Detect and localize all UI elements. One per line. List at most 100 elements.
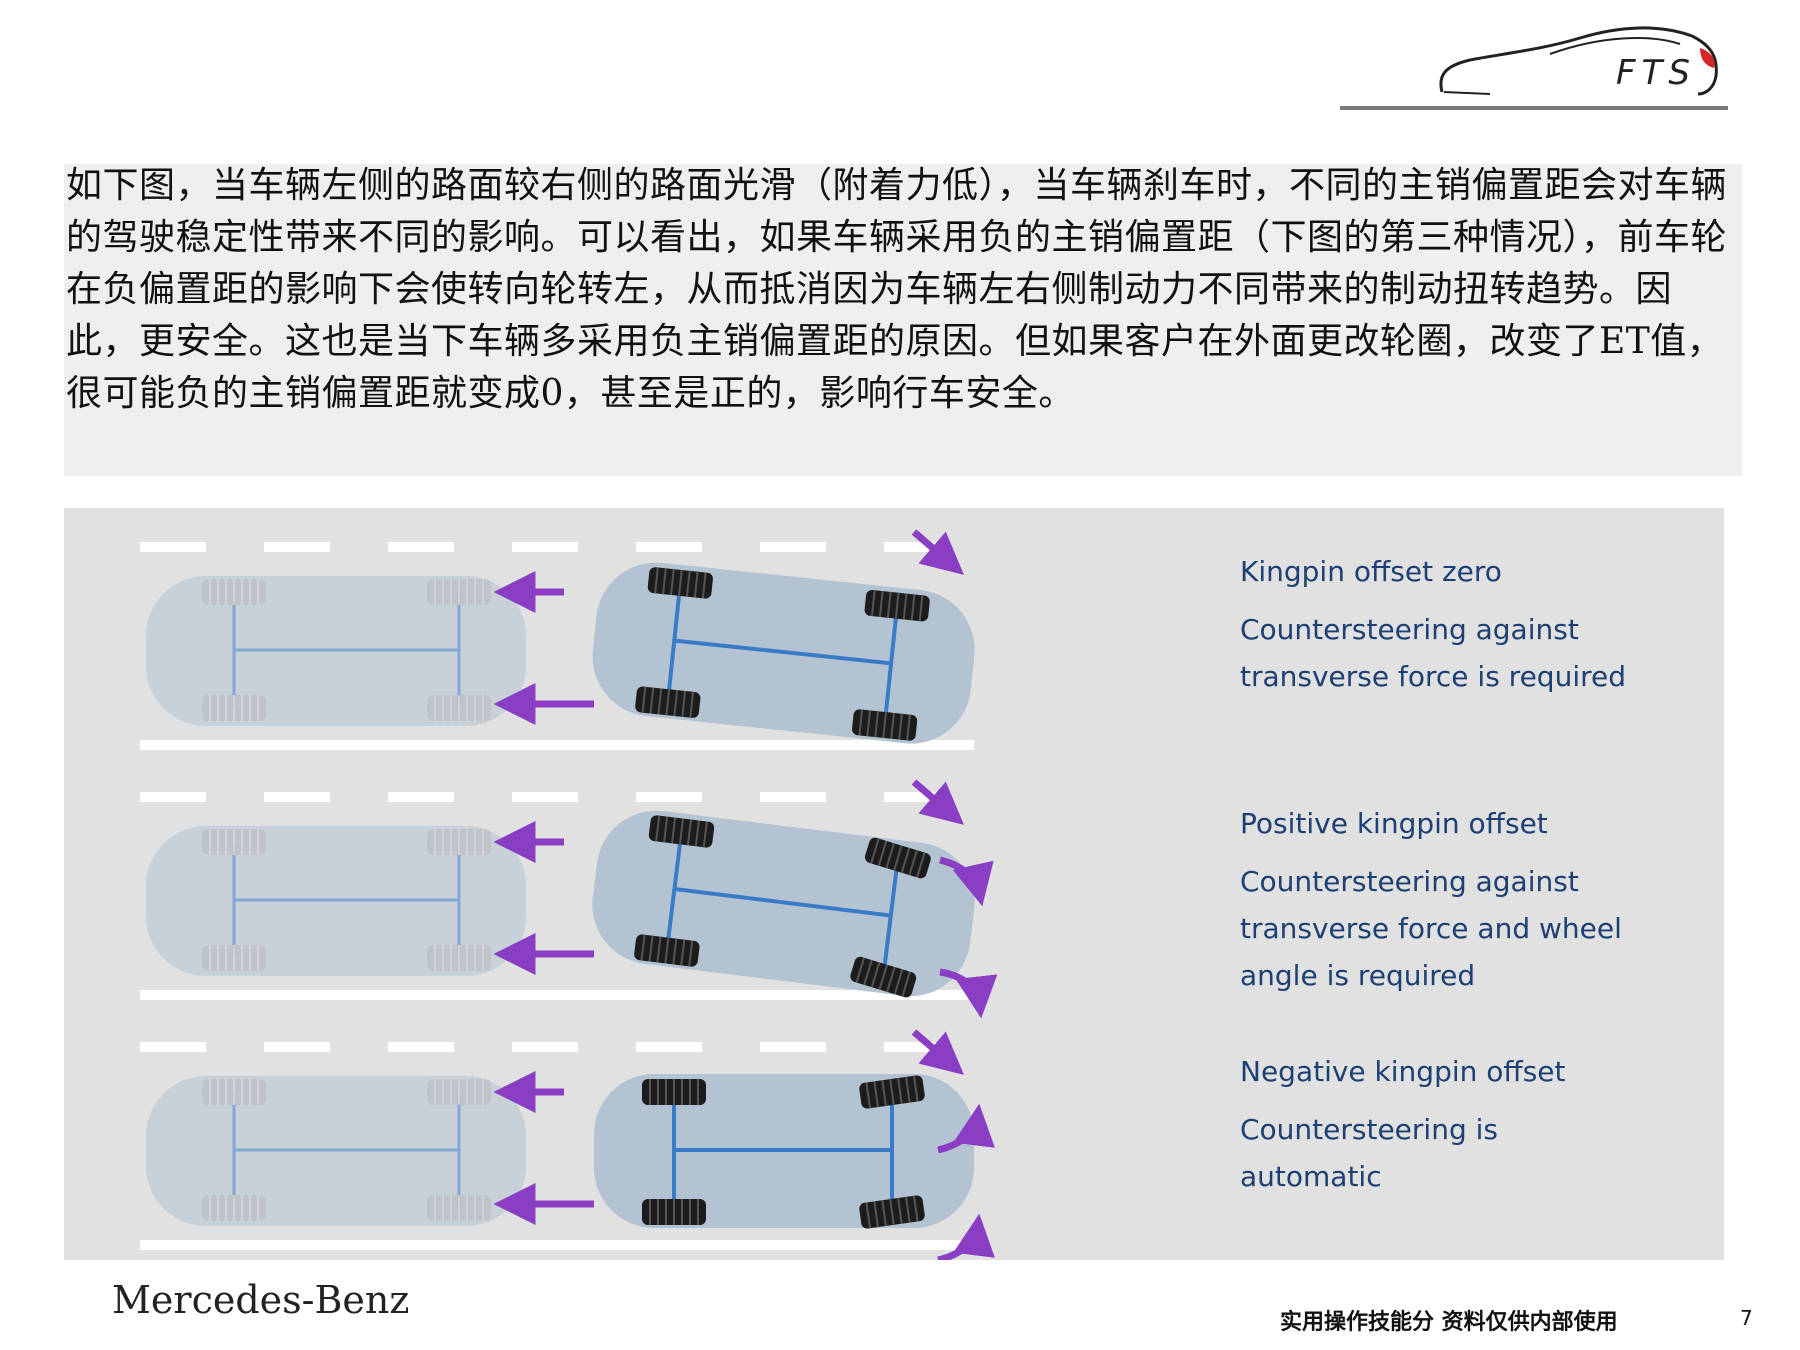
self-steer-curve-arrow [937,1103,995,1154]
tread [877,840,888,867]
tread [656,936,662,963]
ghost-car [146,576,526,726]
caption-kingpin-zero-line2: transverse force is required [1240,660,1626,693]
tread [663,816,669,843]
lane-dash [636,1042,702,1052]
road-edge-line [140,740,974,750]
lane-dash [140,792,206,802]
tread [865,1202,872,1229]
caption-negative-offset-line2: automatic [1240,1160,1382,1193]
ghost-car [146,826,526,976]
tread [890,712,895,739]
car-silhouette-icon: FTS [1439,26,1718,96]
lane-dash [760,792,826,802]
yaw-tendency-arrow [911,529,964,575]
tread [655,815,661,842]
ghost-wheel [202,579,266,605]
wheel-rear-left [647,567,713,599]
tread [873,1081,879,1108]
wheel-front-right [852,709,918,741]
tread [863,959,873,986]
tread [889,1198,895,1226]
wheel-front-right [859,1195,925,1229]
lane-dash [140,1042,206,1052]
lane-dash [512,1042,578,1052]
ghost-wheel [427,945,491,971]
tread [688,940,694,967]
wheel-front-left [864,837,931,879]
wheel-rear-right [642,1199,706,1225]
tread [640,934,646,961]
tread [878,964,889,990]
fts-logo: FTS [1430,14,1730,114]
tread [865,1082,872,1109]
ghost-wheel [427,829,491,855]
tread [912,1075,919,1102]
tread [855,957,866,983]
lane-dash [264,1042,330,1052]
tread [886,591,892,618]
tread [894,592,900,619]
ghost-wheel [202,1079,266,1105]
tread [858,709,864,736]
tread [910,594,916,621]
yaw-tendency-arrow [911,779,964,825]
tread [870,962,881,988]
tread [897,1077,903,1104]
tread [702,821,708,848]
lane-dash [760,542,826,552]
tread [916,852,926,878]
tread [873,1201,879,1228]
ghost-wheel [427,1079,491,1105]
tread [649,687,655,714]
tread [870,838,880,864]
wheel-front-left [859,1075,925,1109]
logo-text: FTS [1616,53,1696,93]
caption-positive-offset-line1: Countersteering against [1240,865,1579,898]
wheel-front-left [864,590,930,622]
tread [898,713,903,740]
ghost-wheel [202,829,266,855]
current-car [594,1074,974,1229]
lane-dash [884,1042,950,1052]
current-car [592,562,975,744]
tread [893,969,904,995]
tread [885,842,895,869]
tread [657,688,663,715]
tread [641,686,647,713]
tread [648,935,654,962]
current-car [592,810,975,998]
scenario-2 [140,779,998,1019]
tread [906,714,911,741]
lane-dash [512,542,578,552]
tread [672,938,678,965]
tread [670,569,675,596]
caption-positive-offset-line2: transverse force and wheel [1240,912,1622,945]
caption-negative-offset-line1: Countersteering is [1240,1113,1498,1146]
page-number: 7 [1740,1306,1753,1330]
lane-dash [884,542,950,552]
road-edge-line [140,1240,974,1250]
steer-curve-arrow [939,856,994,907]
tread [900,847,911,874]
tread [878,590,884,618]
tread [912,1195,919,1222]
lane-dash [760,1042,826,1052]
driveshaft [674,638,892,666]
tread [889,1078,895,1106]
ghost-wheel [427,1195,491,1221]
wheel-rear-left [642,1079,706,1105]
kingpin-offset-figure: Kingpin offset zero Countersteering agai… [64,508,1724,1260]
brand-name: Mercedes-Benz [112,1278,410,1322]
tread [901,971,911,997]
tread [686,819,693,846]
tread [882,711,887,739]
tread [678,818,685,845]
tread [886,966,896,993]
tread [664,937,670,964]
axle-rear [664,831,684,951]
lane-dash [388,542,454,552]
caption-negative-offset-title: Negative kingpin offset [1240,1055,1566,1088]
caption-positive-offset-title: Positive kingpin offset [1240,807,1548,840]
tread [662,568,667,595]
